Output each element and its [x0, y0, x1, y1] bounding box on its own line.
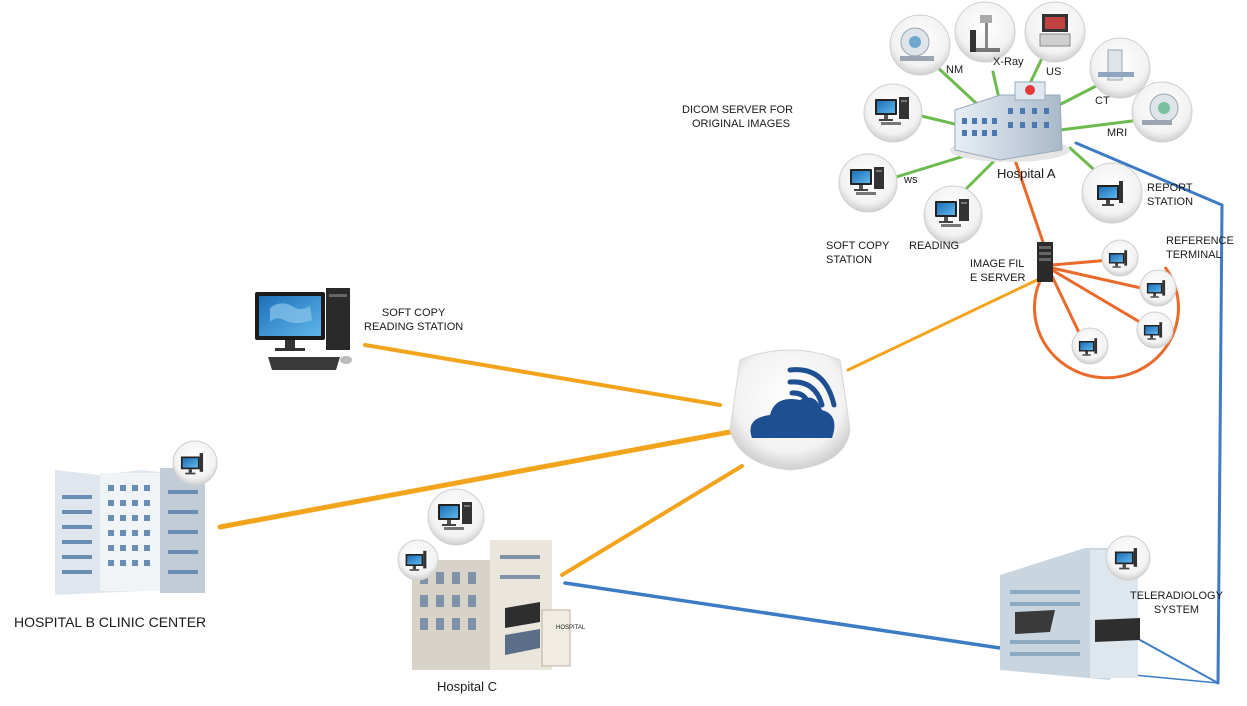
ct-label: CT	[1095, 95, 1110, 107]
nm-label: NM	[946, 64, 964, 76]
mri-scanner-icon	[1131, 81, 1193, 143]
dicom-server-label: DICOM SERVER FOR ORIGINAL IMAGES	[682, 104, 794, 130]
link-teleradiology-to-right-edge	[1139, 639, 1219, 684]
image-file-server-label: IMAGE FIL E SERVER	[970, 258, 1026, 284]
soft-copy-reading-station-icon	[255, 288, 352, 370]
ultrasound-machine-icon	[1024, 1, 1086, 63]
report-station-label: REPORT STATION	[1147, 182, 1194, 208]
soft-copy-reading-station-label: SOFT COPY READING STATION	[364, 307, 464, 333]
hospital-c-building-icon	[397, 488, 571, 670]
link-file-server-to-cloud	[846, 278, 1039, 372]
hospital-b-label: HOSPITAL B CLINIC CENTER	[14, 614, 207, 630]
teleradiology-system-label: TELERADIOLOGY SYSTEM	[1130, 590, 1223, 616]
teleradiology-links	[563, 141, 1224, 685]
link-hospital-a-to-right-edge	[1074, 141, 1224, 207]
teleradiology-building-icon	[1000, 535, 1151, 680]
reference-terminal-icon	[1071, 327, 1109, 365]
workstation-ws-icon	[863, 83, 923, 143]
nm-scanner-icon	[889, 14, 951, 76]
xray-label: X-Ray	[993, 56, 1024, 68]
link-hospital-b-to-cloud	[217, 429, 733, 530]
us-label: US	[1046, 66, 1062, 78]
reference-terminal-circle	[1033, 261, 1180, 380]
link-soft-copy-reading-to-cloud	[363, 343, 722, 407]
image-file-server-icon	[1037, 242, 1053, 282]
link-hospital-c-to-cloud	[560, 464, 744, 577]
hospital-a-label: Hospital A	[997, 166, 1056, 181]
cloud-hub-icon	[729, 349, 851, 471]
hospital-b-building-icon	[55, 440, 218, 595]
soft-copy-station-icon	[838, 153, 898, 213]
x-ray-machine-icon	[954, 1, 1016, 63]
wan-links	[217, 278, 1039, 577]
ct-scanner-icon	[1089, 37, 1151, 99]
reference-terminal-icon	[1139, 269, 1177, 307]
report-station-icon	[1081, 162, 1143, 224]
hospital-c-label: Hospital C	[437, 679, 497, 694]
soft-copy-station-label: SOFT COPY STATION	[826, 240, 890, 266]
reading-label: READING	[909, 240, 960, 252]
reference-terminal-label: REFERENCE TERMINAL	[1166, 235, 1234, 261]
ws-label: ws	[904, 174, 918, 186]
hospital-a-building-icon	[950, 81, 1070, 162]
link-hospital-c-to-teleradiology	[563, 581, 1002, 650]
reference-terminal-icon	[1101, 239, 1139, 277]
reading-station-icon	[923, 185, 983, 245]
link-right-edge-vertical	[1216, 203, 1224, 685]
mri-label: MRI	[1107, 127, 1128, 139]
reference-terminal-icon	[1136, 311, 1174, 349]
hospital-c-sign: HOSPITAL	[556, 625, 586, 631]
